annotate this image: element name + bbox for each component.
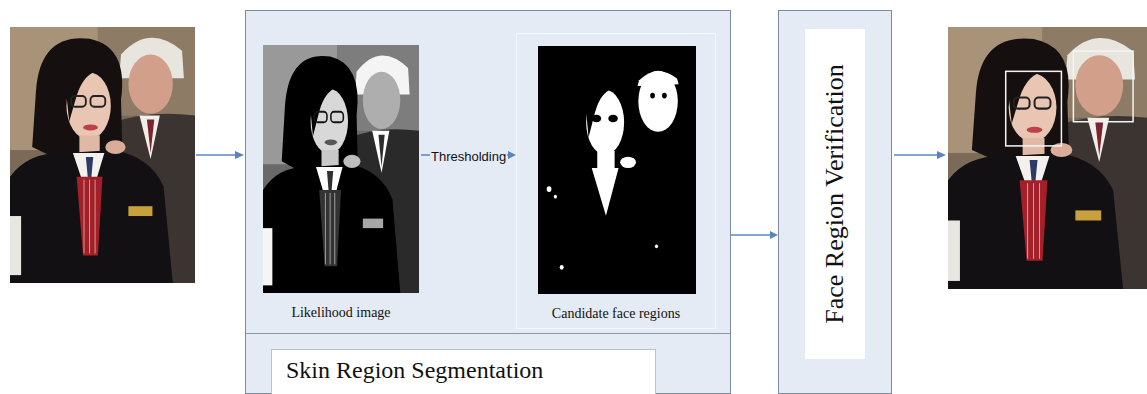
flow-arrow: [731, 231, 778, 239]
caption-row: Candidate face regions: [517, 304, 715, 322]
caption-row: Likelihood image: [261, 303, 421, 321]
vertical-label: Face Region Verification: [820, 64, 850, 323]
image-stage: Candidate face regions: [516, 33, 716, 329]
verification-box: Face Region Verification: [778, 10, 892, 394]
panel-label-box: Skin Region Segmentation: [271, 349, 656, 394]
vertical-label-box: Face Region Verification: [805, 29, 865, 359]
segmentation-panel: Likelihood image Candidate face regionsS…: [245, 10, 731, 394]
panel-label: Skin Region Segmentation: [286, 357, 543, 383]
edge-label-holder: Thresholding: [430, 147, 507, 165]
input-photo: [10, 27, 195, 283]
output-photo: [948, 27, 1147, 289]
edge-label: Thresholding: [430, 149, 507, 165]
candidate-regions-image: [538, 46, 696, 294]
image-stage: Likelihood image: [261, 33, 421, 329]
divider-line: [246, 333, 730, 334]
image-caption: Candidate face regions: [552, 306, 680, 321]
likelihood-image: [263, 45, 419, 293]
image-caption: Likelihood image: [291, 305, 390, 320]
